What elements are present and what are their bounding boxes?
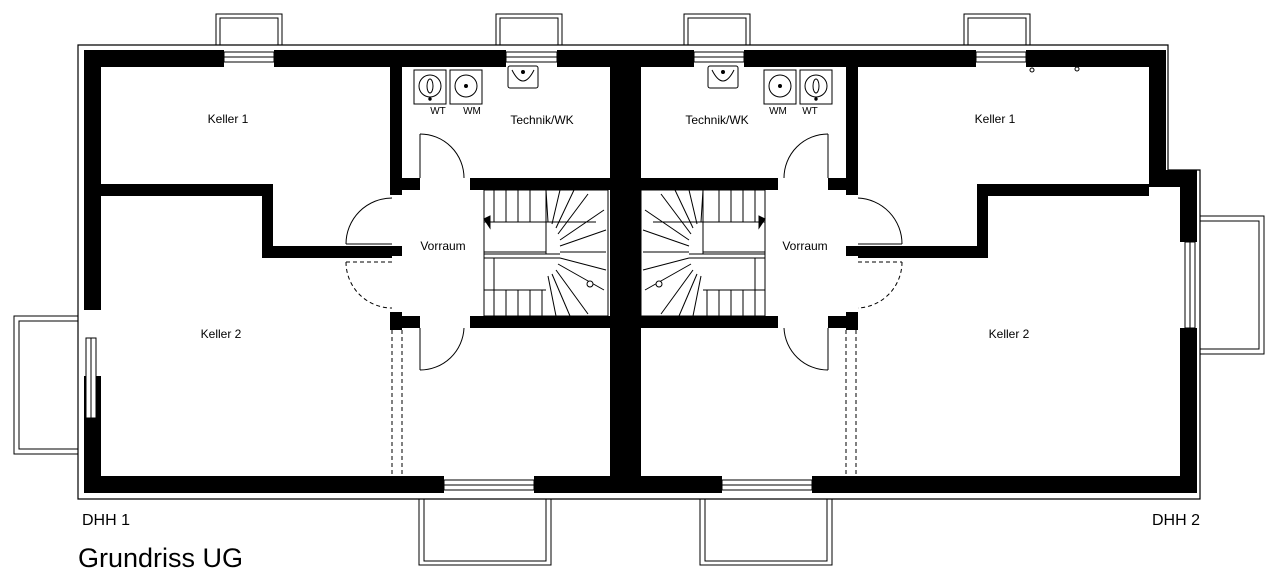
house-label-left: DHH 1 <box>82 512 130 529</box>
light-well-left <box>13 315 79 455</box>
room-label-keller1-right: Keller 1 <box>975 112 1016 126</box>
sink-left <box>507 65 539 89</box>
light-well-right <box>1199 215 1265 355</box>
fixtures-left <box>413 65 539 105</box>
fixture-label-wt-left: WT <box>430 106 446 117</box>
light-well-bottom-1 <box>418 498 552 566</box>
fixtures-right <box>707 65 1080 105</box>
sink-right <box>707 65 739 89</box>
doors <box>345 133 903 371</box>
staircase-right <box>640 189 766 317</box>
outer-outline <box>77 44 1201 500</box>
light-well-top-2 <box>495 13 563 46</box>
windows <box>85 51 1196 491</box>
light-well-bottom-2 <box>699 498 833 566</box>
light-wells <box>13 13 1265 566</box>
room-label-keller2-right: Keller 2 <box>989 327 1030 341</box>
house-label-right: DHH 2 <box>1152 512 1200 529</box>
fixture-label-wt-right: WT <box>802 106 818 117</box>
room-labels: Keller 1 Keller 2 Technik/WK Vorraum Kel… <box>201 106 1030 341</box>
light-well-top-3 <box>683 13 751 46</box>
light-well-top-4 <box>963 13 1031 46</box>
dashed-openings <box>391 330 857 476</box>
light-well-top-1 <box>215 13 283 46</box>
fixture-label-wm-right: WM <box>769 106 787 117</box>
walls <box>84 50 1197 493</box>
fixture-label-wm-left: WM <box>463 106 481 117</box>
room-label-keller2-left: Keller 2 <box>201 327 242 341</box>
staircase-left <box>483 189 609 317</box>
room-label-vorraum-left: Vorraum <box>420 239 465 253</box>
room-label-technik-right: Technik/WK <box>685 113 748 127</box>
room-label-keller1-left: Keller 1 <box>208 112 249 126</box>
room-label-vorraum-right: Vorraum <box>782 239 827 253</box>
room-label-technik-left: Technik/WK <box>510 113 573 127</box>
plan-title: Grundriss UG <box>78 543 243 573</box>
